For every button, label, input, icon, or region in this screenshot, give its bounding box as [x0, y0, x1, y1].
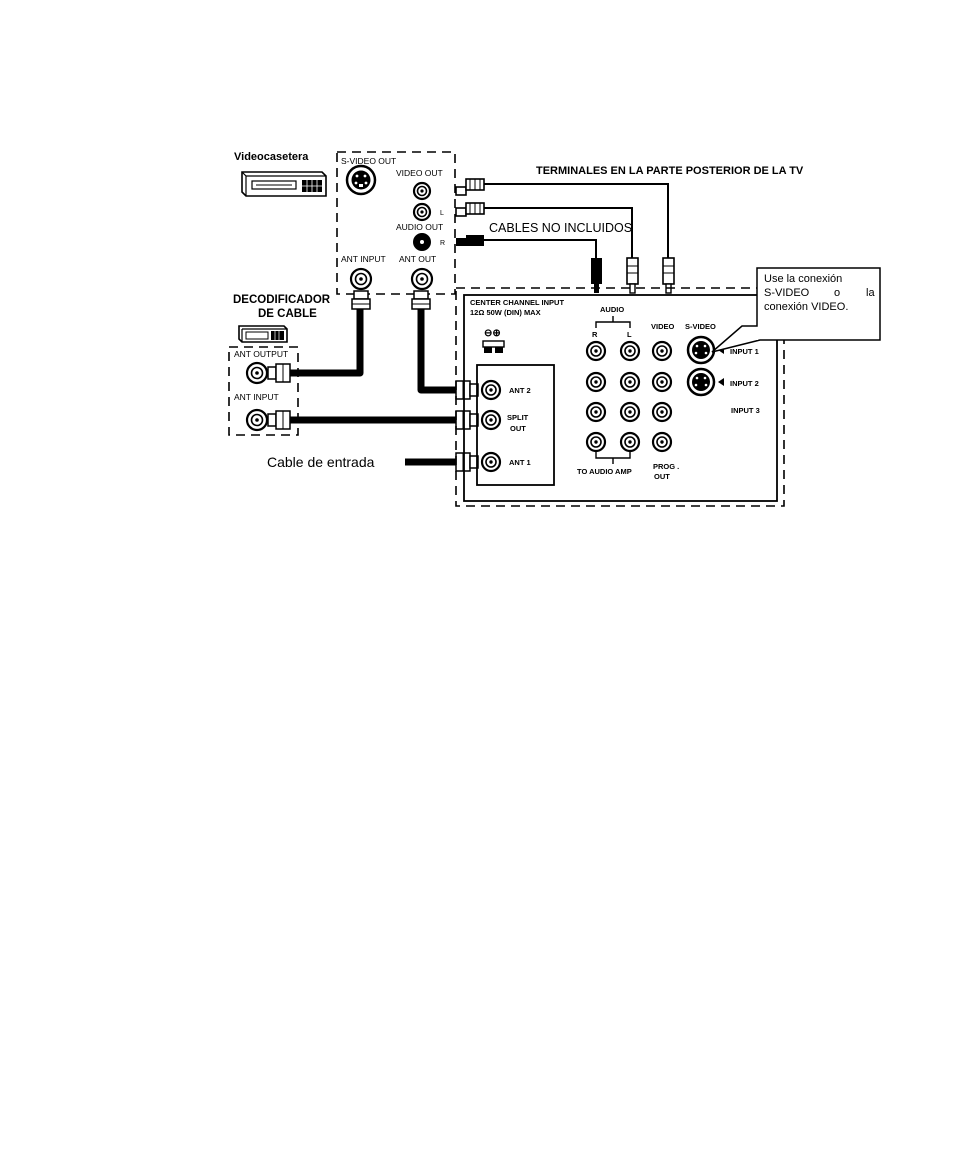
audio-l-header: L: [627, 330, 632, 339]
f-connector-ant1: [455, 452, 479, 472]
decoder-title-line2: DE CABLE: [258, 308, 317, 320]
antenna-section: [476, 364, 555, 486]
input1-label: INPUT 1: [730, 347, 759, 356]
prog-out-jack: [651, 431, 673, 453]
vcr-audio-l-jack: [412, 202, 432, 222]
input2-audio-r-jack: [585, 371, 607, 393]
vcr-ant-input-jack: [349, 267, 373, 291]
ant2-jack: [480, 379, 502, 401]
coax-vcr-to-ant2: [417, 308, 458, 394]
input2-audio-l-jack: [619, 371, 641, 393]
split-label-line2: OUT: [510, 424, 526, 433]
vcr-svideo-out-label: S-VIDEO OUT: [341, 156, 396, 166]
input1-audio-l-jack: [619, 340, 641, 362]
audio-l-cable: [484, 207, 633, 258]
decoder-ant-input-label: ANT INPUT: [234, 392, 279, 402]
vcr-ant-out-label: ANT OUT: [399, 254, 436, 264]
center-channel-spec: 12Ω 50W (DIN) MAX: [470, 308, 541, 317]
vcr-video-out-jack: [412, 181, 432, 201]
tv-panel-body: [463, 294, 778, 502]
tv-panel-dashed-outline: [455, 287, 785, 507]
audio-r-header: R: [592, 330, 598, 339]
coax-cables: [267, 290, 479, 472]
audio-r-cable: [484, 239, 597, 258]
coax-decoder-to-vcr: [290, 308, 364, 377]
callout-outline: [711, 267, 881, 353]
audio-header: AUDIO: [600, 305, 624, 314]
input1-audio-r-jack: [585, 340, 607, 362]
input3-video-jack: [651, 401, 673, 423]
prog-out-label-line1: PROG .: [653, 462, 679, 471]
input1-video-jack: [651, 340, 673, 362]
f-connector-ant2: [455, 380, 479, 400]
video-header: VIDEO: [651, 322, 675, 331]
cable-decoder: DECODIFICADOR DE CABLE ANT OUTPUT ANT IN…: [228, 294, 331, 436]
video-cable: [484, 183, 669, 258]
rca-cables: [455, 178, 675, 294]
decoder-ant-input-jack: [245, 408, 269, 432]
decoder-icon: [238, 325, 288, 343]
f-connector-split: [455, 410, 479, 430]
audio-bracket: [595, 316, 631, 328]
input2-svideo-jack: [686, 367, 716, 397]
decoder-title-line1: DECODIFICADOR: [233, 294, 331, 306]
audio-l-plug-vcr: [455, 202, 485, 217]
vcr-audio-out-label: AUDIO OUT: [396, 222, 443, 232]
ant1-label: ANT 1: [509, 458, 531, 467]
vcr-ant-input-label: ANT INPUT: [341, 254, 386, 264]
audio-amp-l-jack: [619, 431, 641, 453]
tv-terminals-label: TERMINALES EN LA PARTE POSTERIOR DE LA T…: [536, 165, 804, 177]
audio-r-plug-vcr: [456, 235, 484, 246]
vcr-audio-r-jack: [413, 233, 431, 251]
vcr-audio-r-label: R: [440, 240, 445, 247]
ant1-jack: [480, 451, 502, 473]
vcr-title: Videocasetera: [234, 151, 309, 163]
split-out-jack: [480, 409, 502, 431]
input3-audio-r-jack: [585, 401, 607, 423]
polarity-label: ⊖⊕: [484, 328, 501, 339]
input1-svideo-jack: [686, 335, 716, 365]
rca-jack-grid: [585, 340, 673, 453]
input3-audio-l-jack: [619, 401, 641, 423]
vcr-ant-out-jack: [410, 267, 434, 291]
vcr-icon: [241, 171, 327, 197]
decoder-ant-output-label: ANT OUTPUT: [234, 349, 288, 359]
callout-line2-c: la: [866, 287, 875, 299]
svideo-header: S-VIDEO: [685, 322, 716, 331]
f-connector-vcr-ant-out: [411, 290, 431, 310]
f-connector-vcr-ant-input: [351, 290, 371, 310]
callout-box: Use la conexión S-VIDEO o la conexión VI…: [711, 267, 881, 353]
input2-label: INPUT 2: [730, 379, 759, 388]
input2-video-jack: [651, 371, 673, 393]
input2-arrow-icon: [718, 378, 724, 386]
video-plug-vcr: [455, 178, 485, 196]
vcr-audio-l-label: L: [440, 210, 444, 217]
vcr-svideo-out-jack: [345, 164, 377, 196]
prog-out-label-line2: OUT: [654, 472, 670, 481]
audio-amp-r-jack: [585, 431, 607, 453]
cable-in-label: Cable de entrada: [267, 454, 375, 470]
callout-line2-b: o: [834, 287, 840, 299]
callout-line1: Use la conexión: [764, 273, 842, 285]
speaker-terminal: [482, 340, 505, 353]
f-connector-decoder-out: [267, 363, 291, 383]
vcr-terminal-panel: [336, 151, 456, 295]
tv-back-panel: CENTER CHANNEL INPUT 12Ω 50W (DIN) MAX ⊖…: [455, 287, 785, 507]
input3-label: INPUT 3: [731, 406, 760, 415]
f-connector-decoder-in: [267, 410, 291, 430]
center-channel-label: CENTER CHANNEL INPUT: [470, 298, 564, 307]
audio-amp-bracket: [595, 451, 631, 464]
to-audio-amp-label: TO AUDIO AMP: [577, 467, 632, 476]
ant2-label: ANT 2: [509, 386, 531, 395]
vcr-device: Videocasetera S-VIDEO OUT VIDEO OUT: [234, 151, 456, 295]
split-label-line1: SPLIT: [507, 413, 529, 422]
decoder-ant-output-jack: [245, 361, 269, 385]
cables-not-included-label: CABLES NO INCLUIDOS: [489, 221, 632, 235]
callout-line3: conexión VIDEO.: [764, 301, 848, 313]
vcr-video-out-label: VIDEO OUT: [396, 168, 443, 178]
callout-line2-a: S-VIDEO: [764, 287, 810, 299]
decoder-terminal-panel: [228, 346, 299, 436]
